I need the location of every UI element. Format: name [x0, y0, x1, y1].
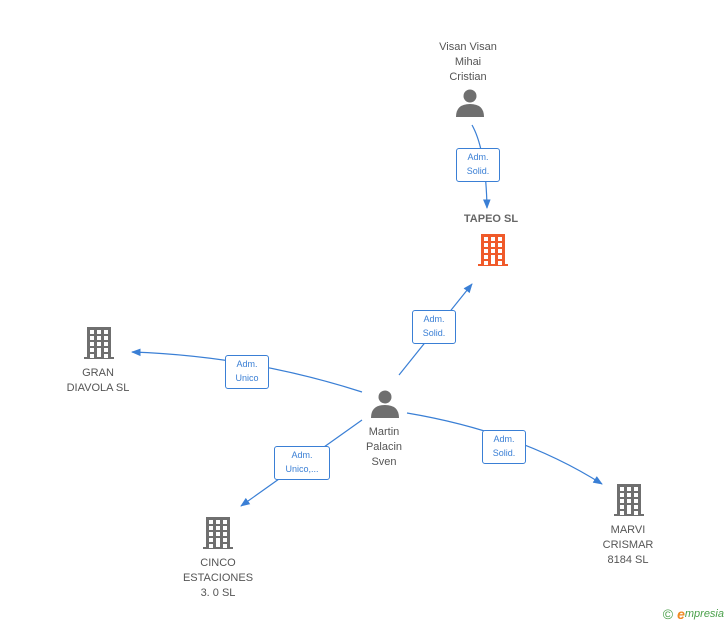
person-icon-martin[interactable] — [371, 390, 399, 419]
building-icon-gran[interactable] — [84, 327, 114, 359]
edge-label-martin-marvi[interactable]: Adm. Solid. — [482, 430, 526, 464]
copyright-symbol: © — [662, 606, 674, 622]
footer-brand: © e mpresia — [663, 606, 724, 622]
building-icon-cinco[interactable] — [203, 517, 233, 549]
person-icon-visan[interactable] — [456, 89, 484, 118]
node-label-gran[interactable]: GRAN DIAVOLA SL — [66, 367, 130, 394]
node-label-tapeo[interactable]: TAPEO SL — [463, 213, 519, 225]
node-label-martin[interactable]: Martin Palacin Sven — [365, 426, 403, 468]
brand-initial: e — [677, 606, 685, 622]
edge-label-martin-cinco[interactable]: Adm. Unico,... — [274, 446, 330, 480]
brand-name: mpresia — [684, 608, 724, 620]
node-label-marvi[interactable]: MARVI CRISMAR 8184 SL — [602, 524, 654, 566]
edge-label-martin-tapeo[interactable]: Adm. Solid. — [412, 310, 456, 344]
building-icon-marvi[interactable] — [614, 484, 644, 516]
edge-label-visan-tapeo[interactable]: Adm. Solid. — [456, 148, 500, 182]
node-label-cinco[interactable]: CINCO ESTACIONES 3. 0 SL — [182, 557, 254, 599]
edge-label-martin-gran[interactable]: Adm. Unico — [225, 355, 269, 389]
building-icon-tapeo[interactable] — [478, 234, 508, 266]
node-label-visan[interactable]: Visan Visan Mihai Cristian — [439, 41, 497, 83]
